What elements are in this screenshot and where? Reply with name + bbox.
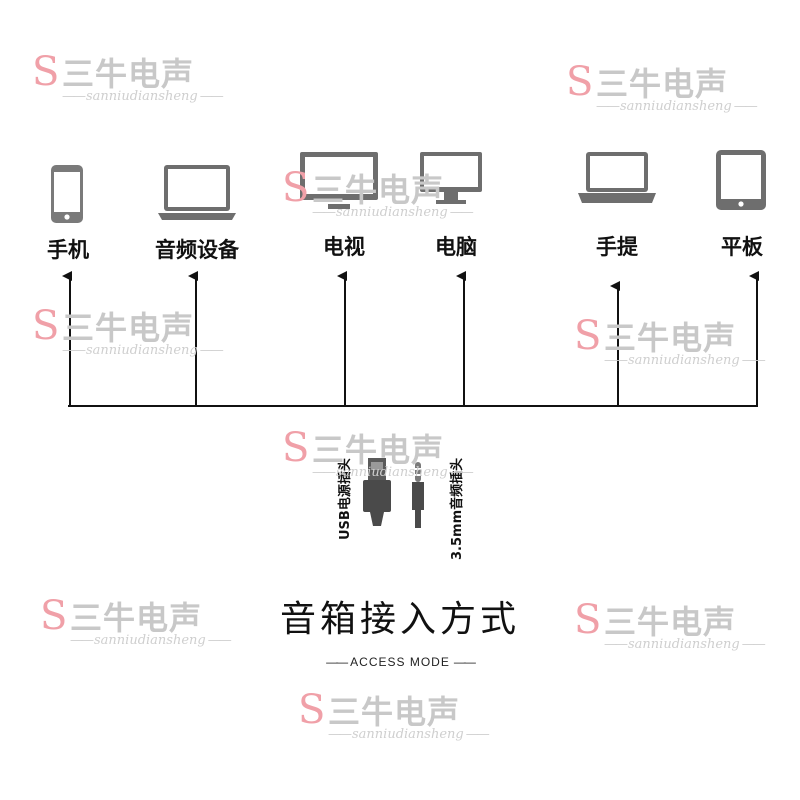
- page-title: 音箱接入方式: [279, 599, 520, 640]
- device-label-pc: 电脑: [435, 235, 477, 259]
- smartphone-icon: [51, 165, 83, 223]
- page-subtitle: ACCESS MODE: [0, 655, 800, 669]
- audio-plug-label: 3.5mm音频插头: [450, 457, 465, 560]
- device-label-phone: 手机: [47, 238, 89, 262]
- monitor-icon: [300, 152, 378, 209]
- device-label-tablet: 平板: [721, 235, 763, 259]
- audio-jack-icon: [412, 462, 424, 528]
- device-label-tv: 电视: [323, 235, 365, 259]
- desktop-monitor-icon: [420, 152, 482, 204]
- usb-plug-label: USB电源插头: [338, 458, 353, 540]
- usb-plug-icon: [363, 458, 391, 526]
- tablet-icon: [716, 150, 766, 210]
- device-label-audio: 音频设备: [155, 238, 239, 262]
- laptop-icon: [578, 152, 656, 203]
- device-label-notebook: 手提: [596, 235, 638, 259]
- laptop-icon: [158, 165, 236, 220]
